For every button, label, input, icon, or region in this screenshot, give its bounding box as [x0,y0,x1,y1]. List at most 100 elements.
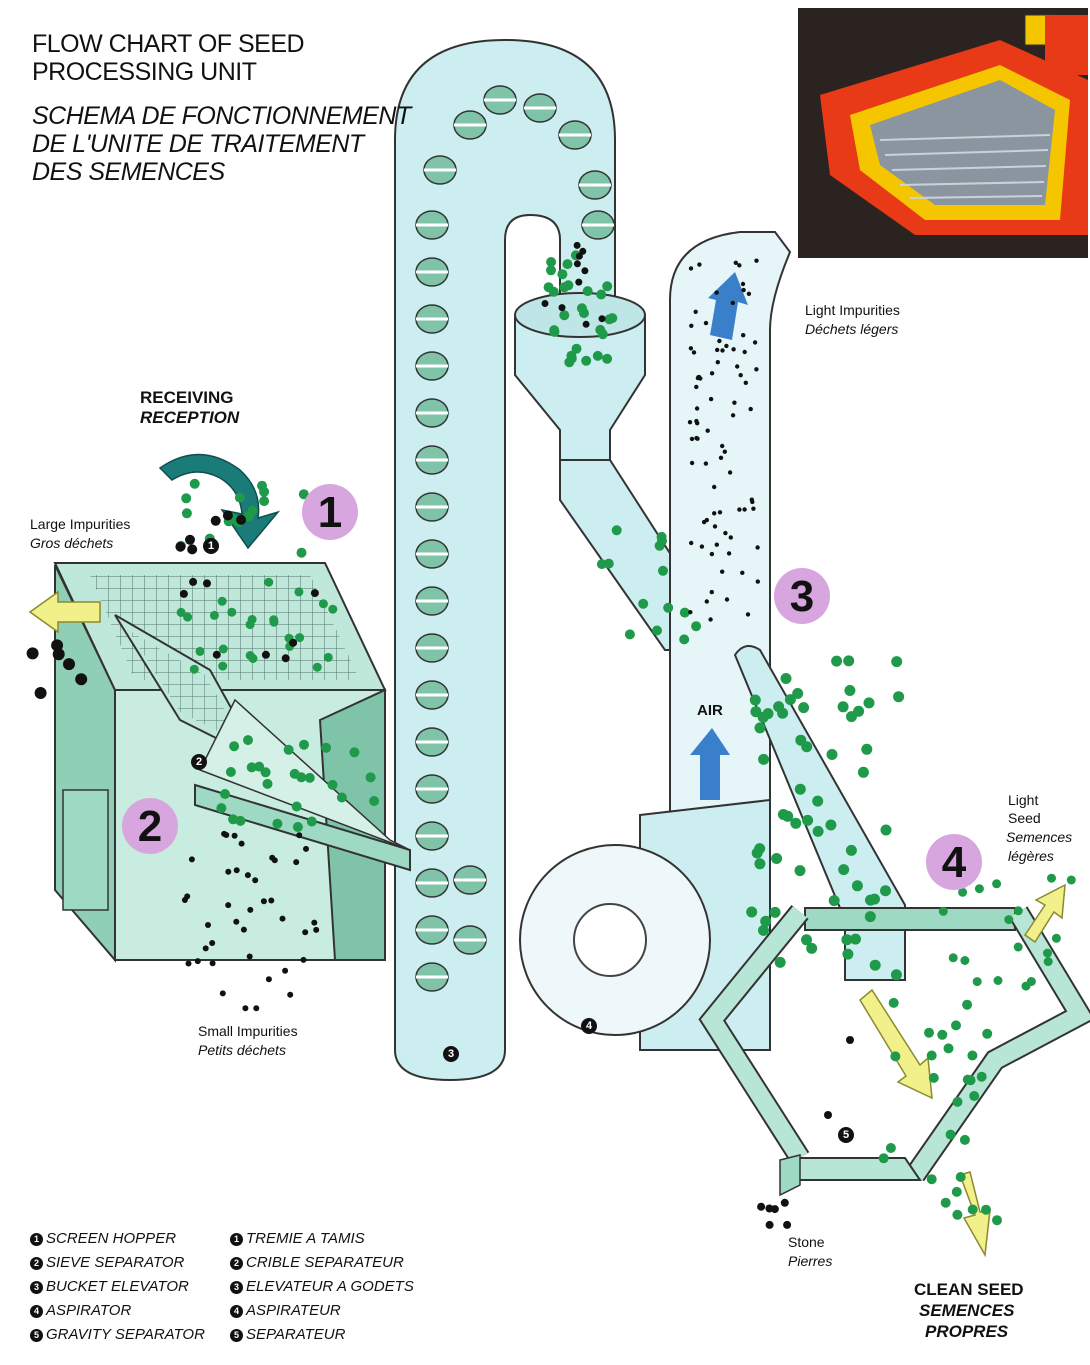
legend-number: 3 [30,1281,43,1294]
light-impurity-particle [709,397,713,401]
light-impurity-particle [689,324,693,328]
seed-particle [564,357,574,367]
light-impurity-particle [705,518,709,522]
light-impurity-particle [716,360,720,364]
impurity-particle [303,846,309,852]
seed-particle [181,493,191,503]
impurity-particle [35,687,47,699]
seed-particle [773,701,784,712]
seed-particle [259,496,269,506]
legend-en-item: 2SIEVE SEPARATOR [30,1254,184,1272]
light-impurity-particle [754,367,758,371]
impurity-particle [241,927,247,933]
seed-particle [891,656,902,667]
light-impurity-particle [741,333,745,337]
light-impurity-particle [697,262,701,266]
impurity-particle [302,929,308,935]
light-impurity-particle [747,292,751,296]
legend-label: ASPIRATOR [46,1302,131,1319]
seed-particle [952,1210,962,1220]
seed-particle [949,953,958,962]
seed-particle [929,1073,939,1083]
seed-particle [294,587,303,596]
impurity-particle [296,832,302,838]
impurity-particle [75,673,87,685]
impurity-particle [175,542,185,552]
legend-label: BUCKET ELEVATOR [46,1278,189,1295]
impurity-particle [213,651,221,659]
seed-particle [952,1187,962,1197]
impurity-particle [180,590,188,598]
impurity-particle [220,990,226,996]
seed-particle [593,351,603,361]
impurity-particle [583,321,590,328]
seed-particle [891,969,902,980]
light-impurity-particle [712,485,716,489]
light-impurity-particle [710,552,714,556]
seed-particle [960,1135,970,1145]
light-impurity-particle [689,266,693,270]
marker-sieve-separator: 2 [191,754,207,770]
light-impurity-particle [718,510,722,514]
impurity-particle [268,898,274,904]
seed-particle [746,907,757,918]
legend-label: CRIBLE SEPARATEUR [246,1254,404,1271]
seed-particle [328,780,338,790]
seed-particle [218,662,227,671]
light-impurity-particle [744,381,748,385]
impurity-particle [542,300,549,307]
stone-particle [824,1111,832,1119]
impurity-particle [311,589,319,597]
seed-particle [812,796,823,807]
legend-number: 1 [30,1233,43,1246]
seed-particle [801,741,812,752]
light-impurity-particle [753,340,757,344]
seed-particle [261,767,271,777]
seed-particle [190,479,200,489]
seed-particle [248,615,257,624]
seed-particle [829,895,840,906]
seed-particle [270,618,279,627]
legend-fr-item: 5SEPARATEUR [230,1326,345,1344]
seed-particle [956,1172,966,1182]
light-impurity-particle [731,347,735,351]
seed-particle [249,654,258,663]
seed-particle [798,702,809,713]
impurity-particle [311,920,317,926]
seed-particle [369,796,379,806]
light-impurity-particle [695,406,699,410]
seed-particle [924,1028,934,1038]
impurity-particle [282,654,290,662]
step-badge-2: 2 [122,798,178,854]
seed-particle [758,712,769,723]
light-impurity-particle [719,456,723,460]
impurity-particle [203,945,209,951]
seed-particle [758,925,769,936]
seed-particle [638,599,648,609]
seed-particle [196,647,205,656]
light-impurity-particle [705,599,709,603]
seed-particle [321,743,331,753]
large-impurities-label-en: Large Impurities [30,516,130,533]
impurity-particle [209,940,215,946]
impurity-particle [225,869,231,875]
machine-photo [798,8,1088,258]
impurity-particle [233,919,239,925]
seed-particle [218,597,227,606]
light-impurity-particle [704,461,708,465]
light-seed-label-fr-2: légères [1008,848,1054,865]
clean-seed-label-fr-1: SEMENCES [919,1301,1014,1321]
seed-particle [563,280,573,290]
impurity-particle [574,242,581,249]
seed-particle [235,816,245,826]
light-impurity-particle [715,543,719,547]
seed-particle [973,977,982,986]
seed-particle [220,789,230,799]
light-impurity-particle [694,436,698,440]
legend-label: SEPARATEUR [246,1326,345,1343]
seed-particle [305,773,315,783]
seed-particle [825,820,836,831]
light-impurity-particle [740,571,744,575]
legend-label: GRAVITY SEPARATOR [46,1326,205,1343]
seed-particle [893,691,904,702]
